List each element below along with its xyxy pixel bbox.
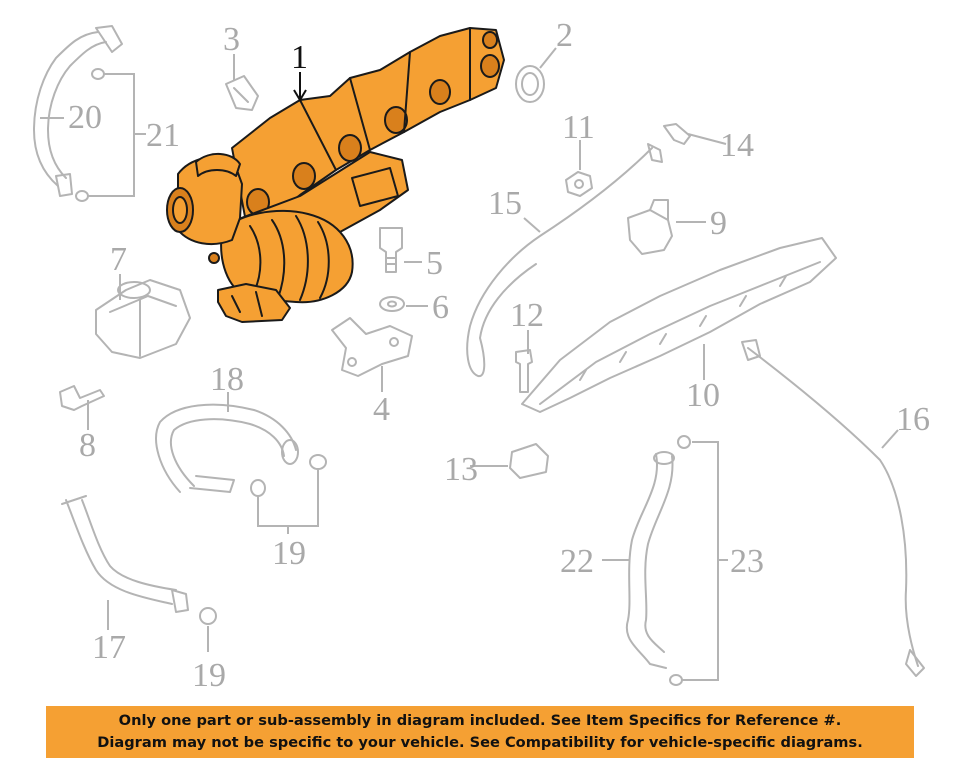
part-13-clip[interactable] [509, 443, 549, 479]
part-14-clip[interactable] [663, 123, 691, 145]
part-11-nut[interactable] [565, 171, 593, 197]
turbocharger-manifold-part[interactable] [166, 27, 505, 323]
part-22-hose[interactable] [625, 451, 675, 669]
part-6-washer[interactable] [379, 296, 405, 312]
callout-1: 1 [291, 39, 308, 76]
part-9-sensor[interactable] [627, 199, 673, 255]
part-19-o-rings[interactable] [199, 454, 327, 625]
disclaimer-line-2: Diagram may not be specific to your vehi… [97, 734, 863, 751]
callout-8: 8 [79, 427, 96, 464]
part-20-hose[interactable] [33, 25, 123, 202]
callout-21: 21 [146, 117, 180, 154]
part-5-stud[interactable] [379, 227, 403, 273]
part-2-gasket[interactable] [515, 65, 545, 103]
callout-23: 23 [730, 543, 764, 580]
callout-4: 4 [373, 391, 390, 428]
disclaimer-banner: Only one part or sub-assembly in diagram… [46, 706, 914, 758]
callout-2: 2 [556, 17, 573, 54]
callout-9: 9 [710, 205, 727, 242]
callout-14: 14 [720, 127, 754, 164]
part-7-valve[interactable] [95, 279, 191, 359]
part-3-clip[interactable] [225, 75, 259, 111]
callout-13: 13 [444, 451, 478, 488]
disclaimer-line-1: Only one part or sub-assembly in diagram… [118, 712, 842, 729]
callout-5: 5 [426, 245, 443, 282]
callout-17: 17 [92, 629, 126, 666]
parts-diagram: 1 2 3 4 5 6 7 8 9 10 11 12 13 14 15 16 1… [33, 17, 930, 694]
part-17-hose[interactable] [61, 495, 189, 613]
part-16-line[interactable] [741, 339, 925, 677]
callout-19-lower: 19 [192, 657, 226, 694]
leader-lines [40, 47, 899, 681]
callout-22: 22 [560, 543, 594, 580]
callout-3: 3 [223, 21, 240, 58]
callout-labels: 1 2 3 4 5 6 7 8 9 10 11 12 13 14 15 16 1… [68, 17, 930, 694]
callout-18: 18 [210, 361, 244, 398]
part-4-bracket[interactable] [331, 317, 413, 377]
callout-16: 16 [896, 401, 930, 438]
part-8-bolt[interactable] [59, 385, 105, 411]
callout-6: 6 [432, 289, 449, 326]
callout-11: 11 [562, 109, 595, 146]
callout-20: 20 [68, 99, 102, 136]
callout-12: 12 [510, 297, 544, 334]
part-18-pipe[interactable] [155, 403, 299, 493]
callout-7: 7 [110, 241, 127, 278]
callout-19-upper: 19 [272, 535, 306, 572]
part-15-oil-line[interactable] [466, 143, 663, 378]
part-10-heat-shield[interactable] [521, 237, 837, 413]
callout-15: 15 [488, 185, 522, 222]
part-12-bolt[interactable] [515, 349, 533, 393]
callout-10: 10 [686, 377, 720, 414]
